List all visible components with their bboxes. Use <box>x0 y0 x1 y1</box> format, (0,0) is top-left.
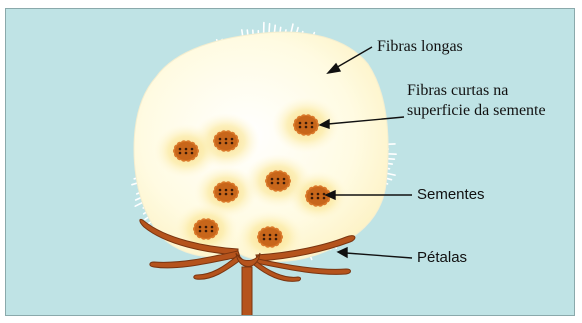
label-sementes: Sementes <box>417 185 485 205</box>
label-petalas: Pétalas <box>417 248 467 268</box>
label-fibras-longas: Fibras longas <box>377 37 463 57</box>
arrow-petalas <box>346 253 412 258</box>
cotton-boll-illustration <box>6 9 575 316</box>
diagram-frame: Fibras longas Fibras curtas na superfici… <box>5 8 575 316</box>
label-fibras-curtas: Fibras curtas na superficie da semente <box>407 81 546 121</box>
label-fibras-curtas-line2: superficie da semente <box>407 101 546 121</box>
label-fibras-curtas-line1: Fibras curtas na <box>407 81 546 101</box>
stem <box>242 267 252 316</box>
arrow-head-petalas <box>338 248 347 257</box>
